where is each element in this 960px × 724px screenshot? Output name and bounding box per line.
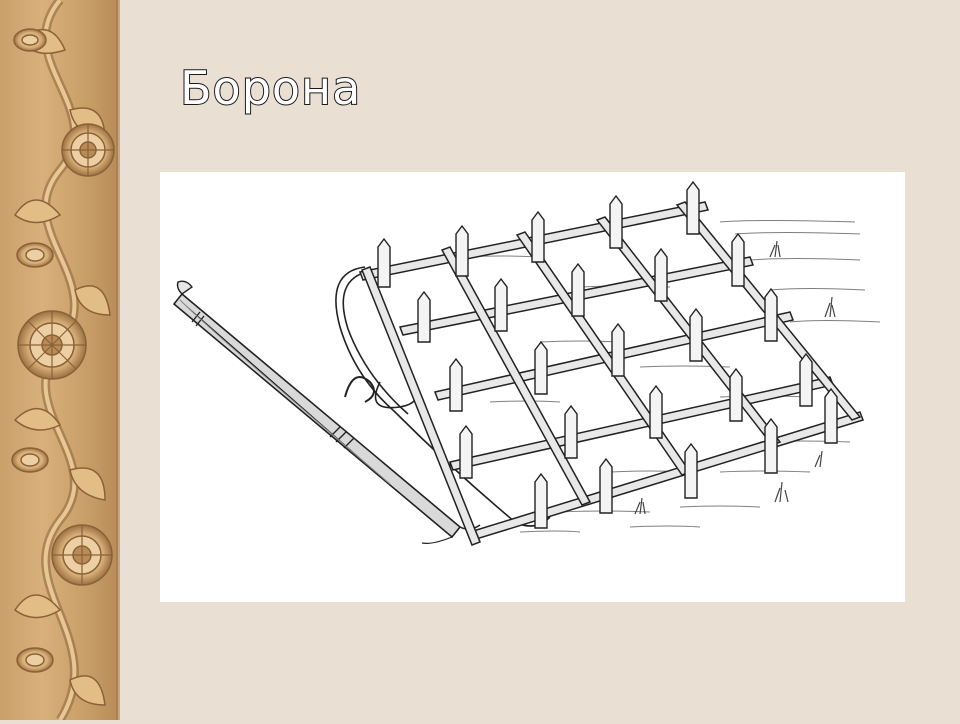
draw-pole xyxy=(172,280,481,544)
floral-ornament-icon xyxy=(11,0,115,723)
harrow-teeth xyxy=(377,180,838,529)
harrow-illustration xyxy=(160,172,905,602)
harrow-drawing xyxy=(172,180,881,546)
slide-title: Борона xyxy=(179,60,362,116)
ornament-edge xyxy=(116,0,120,720)
carved-wood-floral-border xyxy=(0,0,118,723)
grass-tufts xyxy=(634,240,836,515)
